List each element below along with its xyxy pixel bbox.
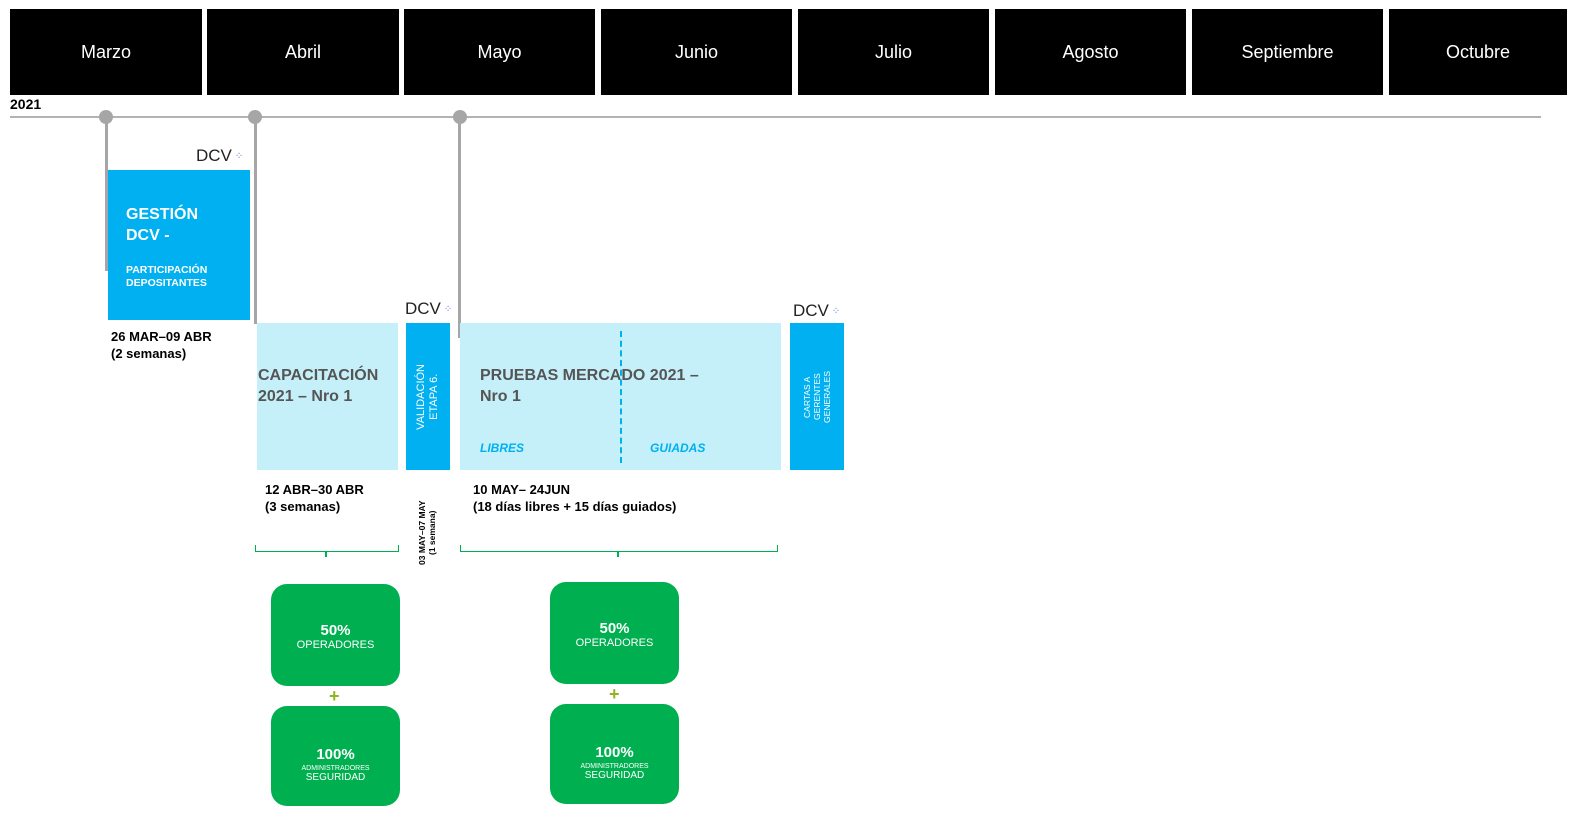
month-octubre: Octubre: [1389, 9, 1567, 95]
pruebas-box: PRUEBAS MERCADO 2021 – Nro 1 LIBRES GUIA…: [460, 323, 781, 470]
month-septiembre: Septiembre: [1192, 9, 1383, 95]
connector-pruebas: [458, 118, 461, 338]
capacitacion-brace: [255, 545, 399, 552]
gestion-dates: 26 MAR–09 ABR (2 semanas): [111, 329, 212, 361]
gestion-box: GESTIÓN DCV - PARTICIPACIÓN DEPOSITANTES: [108, 170, 250, 320]
plus-icon: +: [609, 684, 620, 704]
cartas-label: CARTAS A GERENTES GENERALES: [802, 370, 832, 423]
milestone-dot-gestion: [99, 110, 113, 124]
gestion-title: GESTIÓN DCV -: [126, 206, 199, 244]
pruebas-brace-tick: [617, 551, 619, 557]
validacion-box: VALIDACIÓN ETAPA 6.: [406, 323, 450, 470]
capacitacion-dates: 12 ABR–30 ABR (3 semanas): [265, 482, 364, 514]
dots-icon: ⁘: [443, 303, 453, 315]
month-mayo: Mayo: [404, 9, 595, 95]
guiadas-label: GUIADAS: [650, 441, 706, 455]
dots-icon: ⁘: [831, 305, 841, 317]
phase-divider: [620, 331, 622, 463]
timeline-axis: [10, 116, 1541, 118]
capacitacion-title: CAPACITACIÓN 2021 – Nro 1: [258, 367, 379, 405]
plus-icon: +: [329, 686, 340, 706]
operadores-box: 50% OPERADORES: [550, 582, 679, 684]
year-label: 2021: [10, 96, 42, 112]
validacion-dates: 03 MAY–07 MAY (1 semana): [417, 500, 437, 565]
month-abril: Abril: [207, 9, 399, 95]
month-agosto: Agosto: [995, 9, 1186, 95]
pruebas-dates: 10 MAY– 24JUN (18 días libres + 15 días …: [473, 482, 677, 514]
validacion-label: VALIDACIÓN ETAPA 6.: [415, 363, 440, 430]
administradores-box: 100% ADMINISTRADORES SEGURIDAD: [271, 706, 400, 806]
month-julio: Julio: [798, 9, 989, 95]
operadores-box: 50% OPERADORES: [271, 584, 400, 686]
milestone-dot-pruebas: [453, 110, 467, 124]
milestone-dot-capacitacion: [248, 110, 262, 124]
administradores-box: 100% ADMINISTRADORES SEGURIDAD: [550, 704, 679, 804]
dcv-logo: DCV⁘: [793, 301, 841, 320]
pruebas-brace: [460, 545, 778, 552]
month-junio: Junio: [601, 9, 792, 95]
pruebas-title: PRUEBAS MERCADO 2021 – Nro 1: [480, 367, 699, 405]
dots-icon: ⁘: [234, 150, 244, 162]
connector-capacitacion: [254, 118, 257, 324]
libres-label: LIBRES: [480, 441, 525, 455]
capacitacion-box: CAPACITACIÓN 2021 – Nro 1: [257, 323, 398, 470]
capacitacion-brace-tick: [325, 551, 327, 557]
cartas-box: CARTAS A GERENTES GENERALES: [790, 323, 844, 470]
connector-gestion: [105, 118, 108, 271]
dcv-logo: DCV⁘: [405, 299, 453, 318]
dcv-logo: DCV⁘: [196, 146, 244, 165]
gestion-subtitle: PARTICIPACIÓN DEPOSITANTES: [126, 264, 208, 289]
month-marzo: Marzo: [10, 9, 202, 95]
